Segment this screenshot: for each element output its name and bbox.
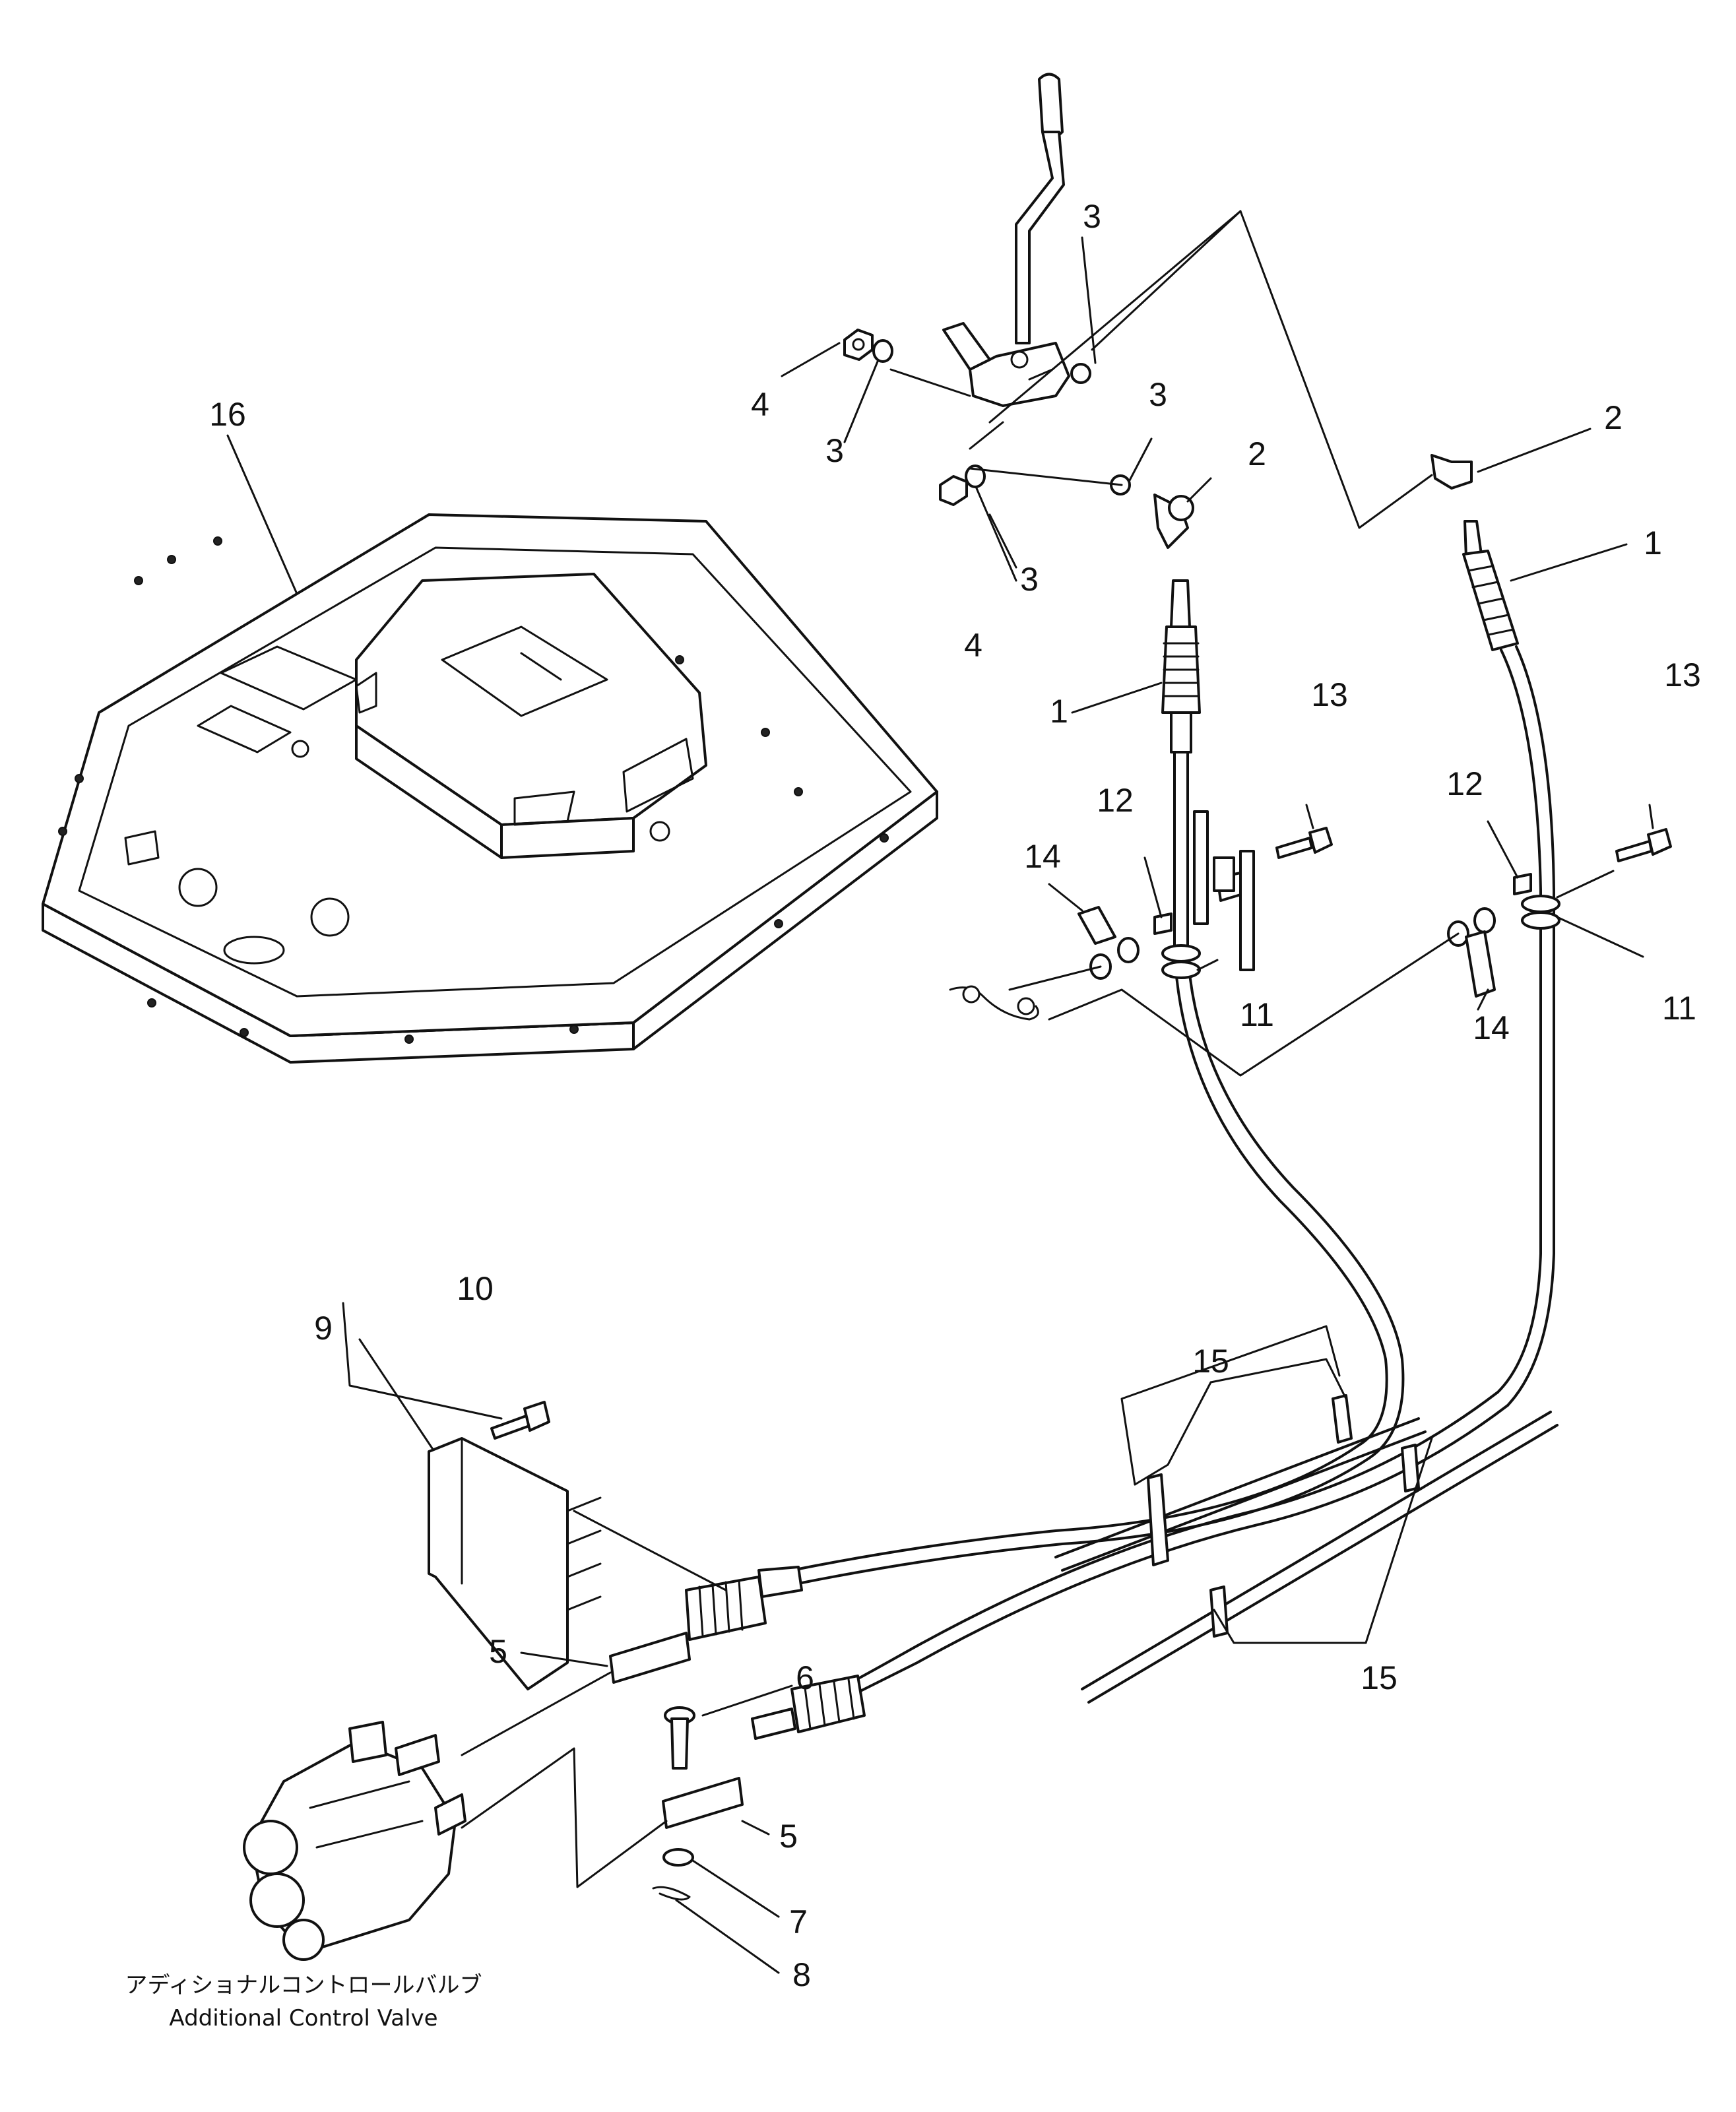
ball-joint-2-right [1431,454,1473,490]
clamp-11-right [1521,895,1560,930]
valve-label-jp: アディショナルコントロールバルブ [125,1972,482,1999]
callout-4: 4 [964,627,982,664]
callout-16: 16 [209,396,246,433]
callout-14: 14 [1024,838,1061,875]
washer-7 [662,1848,694,1867]
floor-plate [42,513,938,1064]
clamp-11-left [1161,944,1201,979]
callout-15: 15 [1192,1343,1229,1380]
callout-11: 11 [1662,990,1696,1027]
callout-10: 10 [457,1270,494,1307]
callout-13: 13 [1664,656,1701,693]
bracket-9 [428,1437,602,1690]
washer-3-upper-left [872,339,893,363]
callout-3: 3 [1149,376,1167,413]
washer-3-upper-right [1070,363,1091,384]
nut-4-lower [939,475,968,506]
bolt-13-right [1615,828,1672,862]
wire-connector [962,985,981,1004]
wire-connector-2 [1017,997,1035,1015]
callout-11: 11 [1240,996,1274,1033]
callout-2: 2 [1604,399,1623,436]
control-valve [243,1721,466,1961]
control-cable-left [685,579,1405,1641]
clamp-15-upper [1147,1394,1353,1566]
plate-12-left [1153,912,1173,935]
callout-7: 7 [789,1904,808,1940]
ball-joint-2-left [1153,494,1194,549]
callout-3: 3 [1020,561,1039,598]
callout-14: 14 [1473,1009,1510,1046]
leader-lines [226,210,1654,1974]
clevis-5-upper [609,1632,691,1684]
bolt-13-left [1275,827,1333,859]
callout-6: 6 [796,1659,814,1696]
washer-3-lower [965,464,986,488]
nut-4-upper [843,329,874,361]
callout-13: 13 [1311,676,1348,713]
valve-label-en: Additional Control Valve [169,2005,437,2032]
callout-labels: 3 4 3 3 2 2 3 4 1 1 13 13 12 12 14 14 11… [209,198,1701,1993]
plate-12-right [1513,873,1532,895]
callout-9: 9 [314,1310,333,1347]
callout-3: 3 [1083,198,1101,235]
clamp-bracket-center [1193,810,1255,971]
callout-1: 1 [1644,525,1662,561]
callout-12: 12 [1446,765,1483,802]
bolt-10 [490,1401,550,1440]
control-lever [942,73,1070,407]
callout-8: 8 [792,1956,811,1993]
callout-5: 5 [489,1633,507,1670]
frame-rail-upper [1054,1417,1427,1572]
plate-14-right [1447,907,1496,998]
frame-rail-lower [1081,1411,1559,1704]
callout-15: 15 [1361,1659,1398,1696]
plate-14-left [1077,906,1140,980]
pin-6 [664,1706,695,1770]
callout-1: 1 [1050,693,1068,730]
callout-4: 4 [751,386,769,423]
callout-12: 12 [1097,782,1134,819]
callout-5: 5 [779,1818,798,1855]
callout-2: 2 [1248,435,1266,472]
cotter-pin-8 [652,1886,691,1901]
callout-3: 3 [825,432,844,469]
clevis-5-lower [662,1777,744,1829]
